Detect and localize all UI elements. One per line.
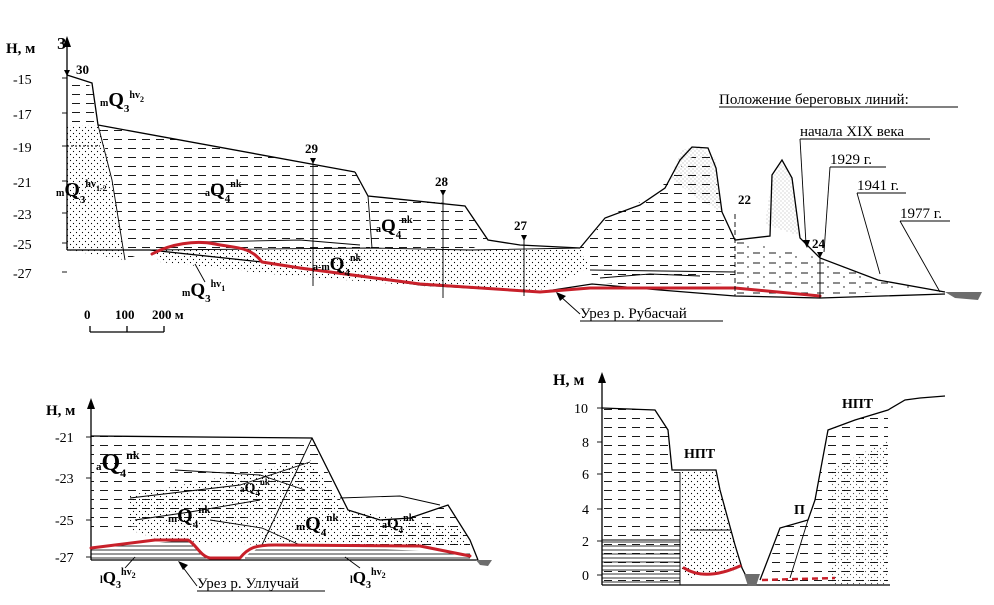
br-left-bank-base (602, 540, 680, 585)
shoreline-label: 1941 г. (857, 178, 899, 194)
profile-top: H, м З -15 -17 -19 -21 -23 -25 -27 (6, 34, 982, 333)
bl-y-ticks: -21 -23 -25 -27 (55, 431, 91, 566)
river-ullučai-label: Урез р. Уллучай (197, 576, 299, 592)
unit-label: mQ3hv2 (100, 89, 144, 115)
bl-red-base (89, 538, 472, 560)
bl-y-tick-label: -27 (55, 551, 74, 566)
shoreline-title: Положение береговых линий: (719, 92, 909, 108)
br-y-tick-label: 10 (574, 402, 588, 417)
unit-label: aQ4nk (376, 215, 413, 241)
unit-label: aQ4nk (382, 513, 415, 535)
bl-y-tick-label: -25 (55, 514, 74, 529)
unit-label: lQ3hv2 (100, 567, 136, 591)
bl-y-axis-label: H, м (46, 403, 75, 419)
top-direction-label: З (57, 34, 66, 53)
br-y-tick-label: 2 (582, 535, 589, 550)
river-rubaschai-label: Урез р. Рубасчай (580, 306, 687, 322)
bl-water (476, 560, 492, 566)
br-label-npt-right: НПТ (842, 397, 874, 412)
top-y-tick-label: -17 (13, 108, 32, 123)
top-y-tick-label: -25 (13, 238, 32, 253)
unit-right-beach (735, 240, 945, 296)
top-y-tick-label: -21 (13, 176, 32, 191)
unit-label: aQ4nk (96, 448, 140, 480)
top-sea-water (945, 292, 982, 300)
well-label: 24 (812, 236, 826, 251)
profile-bottom-left: H, м -21 -23 -25 -27 (46, 398, 492, 592)
well-label: 29 (305, 141, 319, 156)
top-y-tick-label: -23 (13, 208, 32, 223)
well-label: 28 (435, 174, 449, 189)
br-y-axis-label: H, м (553, 372, 584, 389)
br-y-tick-label: 0 (582, 569, 589, 584)
bl-outlines (90, 435, 479, 561)
br-outlines (601, 395, 946, 586)
shoreline-label: 1977 г. (900, 206, 942, 222)
wells: 30 29 28 27 22 24 (64, 62, 826, 298)
top-y-tick-label: -19 (13, 141, 32, 156)
top-y-tick-label: -27 (13, 267, 32, 282)
bl-unit-labels: aQ4nk aQ4nk mQ4nk mQ4nk aQ4nk lQ3hv2 lQ3… (96, 448, 415, 591)
br-water (744, 574, 760, 586)
unit-label: mQ3hv1-2 (56, 179, 107, 206)
top-y-axis-arrow (63, 36, 71, 47)
unit-label: aQ4nk (205, 179, 242, 205)
shoreline-label: начала XIX века (800, 124, 904, 140)
bl-right-terrace (345, 505, 470, 552)
unit-mq3-hv12 (67, 125, 125, 260)
unit-label: mQ4nk (296, 512, 339, 539)
top-y-ticks: -15 -17 -19 -21 -23 -25 -27 (13, 73, 67, 282)
scale-bar: 0 100 200 м (84, 307, 184, 333)
br-right-bank-dots (830, 440, 888, 585)
br-label-npt-left: НПТ (684, 447, 716, 462)
bl-y-tick-label: -21 (55, 431, 74, 446)
top-y-axis-label: H, м (6, 41, 35, 57)
well-label: 27 (514, 218, 528, 233)
top-red-base (150, 240, 822, 298)
unit-label: mQ4nk (168, 504, 211, 531)
top-profile-outlines (66, 74, 946, 299)
bl-y-tick-label: -23 (55, 472, 74, 487)
br-y-tick-label: 4 (582, 503, 589, 518)
top-unit-labels: mQ3hv2 mQ3hv1-2 aQ4nk aQ4nk a-mQ4nk mQ3h… (56, 89, 413, 305)
scale-label: 0 (84, 307, 91, 322)
unit-label: lQ3hv2 (350, 567, 386, 591)
unit-right-dune (765, 162, 800, 236)
br-y-tick-label: 8 (582, 436, 589, 451)
unit-label: mQ3hv1 (182, 279, 225, 305)
br-npt-step (680, 470, 740, 578)
profile-bottom-right: H, м 10 8 6 4 2 0 (553, 372, 946, 586)
unit-mq3-hv2 (67, 75, 100, 125)
unit-aq4-terrace-1 (100, 125, 370, 260)
br-label-p: П (794, 503, 805, 518)
br-y-ticks: 10 8 6 4 2 0 (574, 402, 602, 584)
unit-label: a-mQ4nk (313, 253, 362, 279)
top-y-tick-label: -15 (13, 73, 32, 88)
br-y-tick-label: 6 (582, 468, 589, 483)
shoreline-legend: Положение береговых линий: начала XIX ве… (719, 92, 958, 293)
bl-lower-lines (91, 540, 210, 560)
unit-aq4-terrace-2 (368, 195, 488, 250)
bl-lower-lines-2 (245, 546, 470, 560)
br-red-base (682, 564, 742, 576)
shoreline-label: 1929 г. (830, 152, 872, 168)
scale-label: 200 м (152, 307, 184, 322)
well-label: 30 (76, 62, 89, 77)
unit-central-dune (580, 150, 735, 288)
scale-label: 100 (115, 307, 135, 322)
well-label: 22 (738, 192, 751, 207)
unit-label: aQ4nk (240, 477, 270, 498)
br-red-base-dashed (761, 576, 836, 582)
